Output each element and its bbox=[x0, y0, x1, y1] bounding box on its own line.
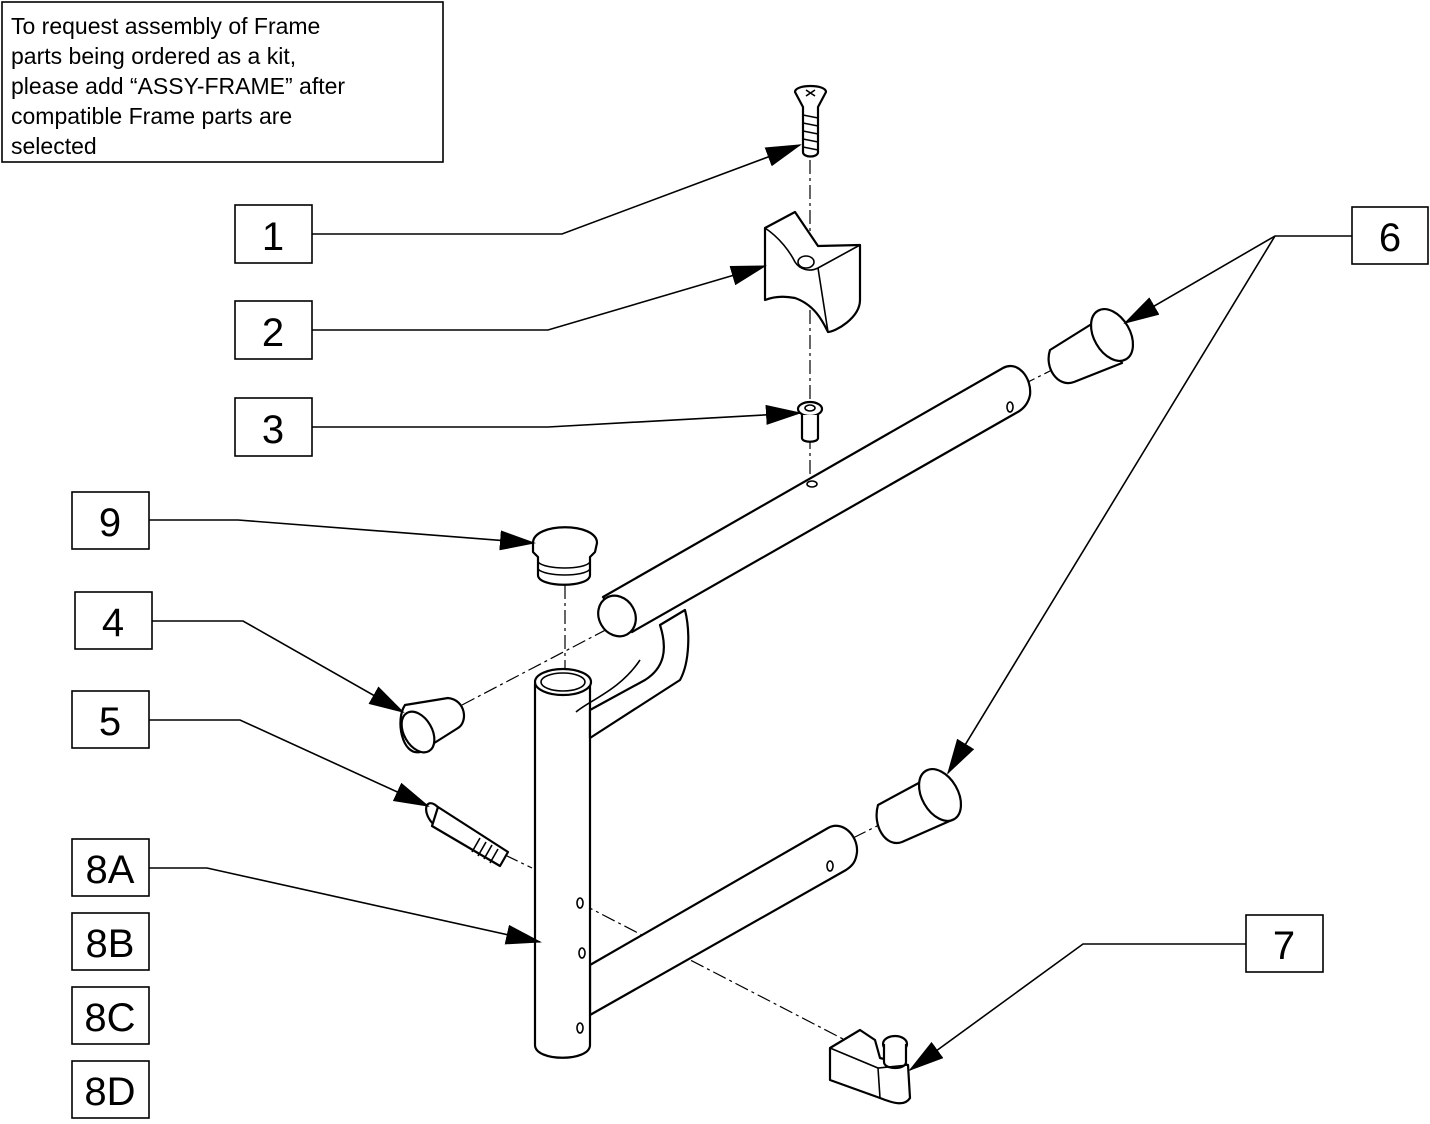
callout-1-label: 1 bbox=[262, 215, 284, 259]
callout-3: 3 bbox=[234, 397, 313, 457]
callout-4: 4 bbox=[74, 591, 153, 650]
assembly-note: To request assembly of Frame parts being… bbox=[1, 1, 444, 163]
callout-9-label: 9 bbox=[99, 501, 121, 545]
callout-5: 5 bbox=[71, 690, 150, 749]
callout-8d-label: 8D bbox=[84, 1070, 135, 1114]
note-line-4: compatible Frame parts are bbox=[11, 103, 292, 129]
upper-tube bbox=[597, 365, 1032, 638]
callout-8b-label: 8B bbox=[86, 922, 135, 966]
callout-6-label: 6 bbox=[1379, 216, 1401, 260]
leader-lines bbox=[149, 144, 1352, 1072]
frame-upright bbox=[533, 608, 690, 1059]
bolt-centerline bbox=[504, 854, 533, 869]
part-bushing-upper bbox=[1047, 308, 1135, 385]
leader-2 bbox=[312, 265, 767, 331]
callout-8a-label: 8A bbox=[86, 848, 135, 892]
callout-7-label: 7 bbox=[1273, 924, 1295, 968]
callout-2-label: 2 bbox=[262, 311, 284, 355]
leader-6-lower bbox=[946, 235, 1276, 775]
part-screw bbox=[793, 84, 828, 158]
note-line-1: To request assembly of Frame bbox=[11, 13, 320, 39]
part-barrel-nut bbox=[796, 400, 824, 488]
leader-7 bbox=[908, 943, 1246, 1072]
part-plug bbox=[399, 696, 466, 754]
callout-8c: 8C bbox=[71, 986, 150, 1045]
callout-8b: 8B bbox=[71, 912, 150, 971]
part-end-cap bbox=[531, 526, 599, 586]
leader-5 bbox=[149, 719, 430, 807]
lower-tube bbox=[588, 824, 859, 1017]
callout-8c-label: 8C bbox=[84, 996, 135, 1040]
callout-5-label: 5 bbox=[99, 700, 121, 744]
callout-2: 2 bbox=[234, 300, 313, 360]
callout-9: 9 bbox=[71, 491, 150, 550]
callout-6: 6 bbox=[1351, 206, 1429, 265]
leader-3 bbox=[312, 404, 802, 428]
leader-8a bbox=[149, 867, 542, 945]
part-bracket bbox=[828, 1028, 912, 1105]
leader-6-upper bbox=[1123, 235, 1352, 325]
callout-3-label: 3 bbox=[262, 408, 284, 452]
leader-9 bbox=[149, 519, 536, 551]
note-line-2: parts being ordered as a kit, bbox=[11, 43, 296, 69]
callout-8d: 8D bbox=[71, 1060, 150, 1119]
exploded-frame-drawing bbox=[399, 84, 1135, 1105]
part-bolt bbox=[425, 802, 510, 868]
plug-centerline bbox=[461, 611, 641, 706]
part-bushing-lower bbox=[875, 768, 963, 845]
callout-7: 7 bbox=[1245, 914, 1324, 973]
callout-1: 1 bbox=[234, 204, 313, 264]
note-line-5: selected bbox=[11, 133, 97, 159]
part-clamp bbox=[763, 210, 862, 334]
note-line-3: please add “ASSY-FRAME” after bbox=[11, 73, 345, 99]
callout-4-label: 4 bbox=[102, 601, 124, 645]
callout-8a: 8A bbox=[71, 838, 150, 897]
leader-1 bbox=[312, 144, 802, 235]
leader-4 bbox=[152, 620, 405, 713]
